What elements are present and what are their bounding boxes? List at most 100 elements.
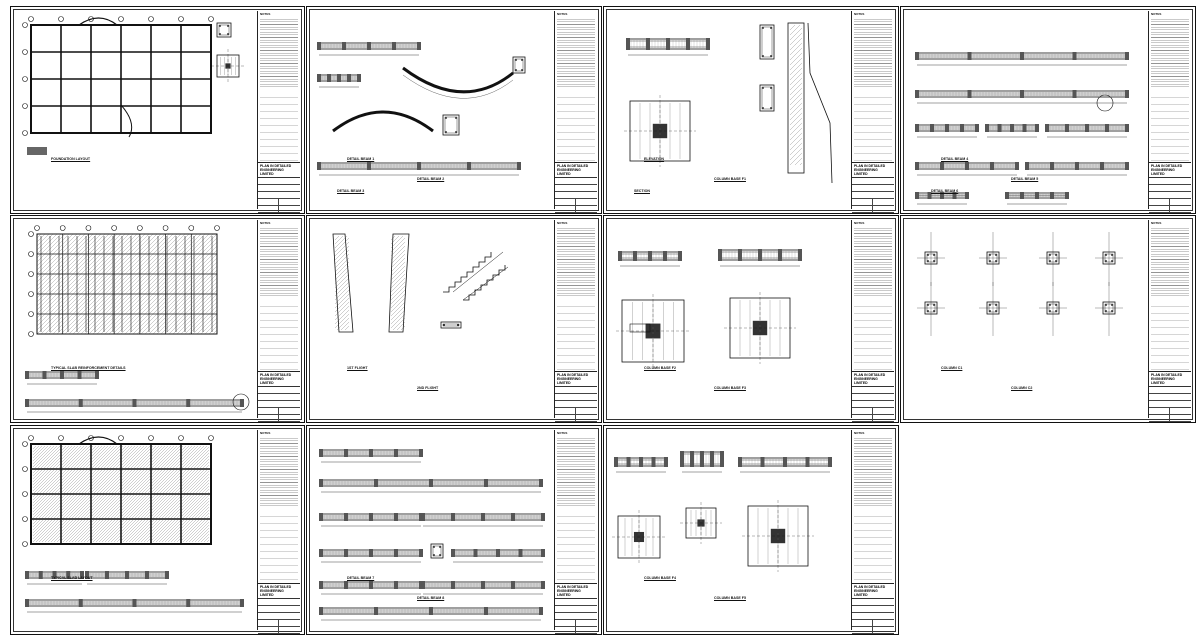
title-block-row [555,394,597,401]
drawing-label: COLUMN BASE F2 [644,366,676,370]
notes-text [1151,226,1189,296]
notes-heading: NOTES [260,12,271,16]
sheet-border [13,9,302,211]
title-block-row [555,185,597,192]
notes-text [557,17,595,87]
title-block-row [852,185,894,192]
drawing-sheet-s9[interactable]: TYPICAL SLAB LAYOUT NOTES PLAN IN DETAILED… [10,425,305,635]
revision-area [557,91,595,161]
title-block-row [555,627,597,634]
title-block-row [258,178,300,185]
title-block-row [555,606,597,613]
title-block-row [258,192,300,199]
drawing-area [915,52,1129,205]
sheet-border [13,428,302,632]
sheet-border [606,218,896,420]
title-block-row [555,613,597,620]
title-block-row [555,415,597,422]
title-block: NOTES PLAN IN DETAILED ENGINEERING LIMITE… [257,430,300,634]
title-block-row [555,192,597,199]
sheet-border [309,9,599,211]
firm-name: PLAN IN DETAILED ENGINEERING LIMITED [555,163,597,178]
revision-area [1151,300,1189,370]
title-block-row [852,599,894,606]
title-block-row [1149,206,1191,213]
title-box: PLAN IN DETAILED ENGINEERING LIMITED [258,162,300,213]
revision-area [854,91,892,161]
drawing-label: 1ST FLIGHT [347,366,368,370]
title-block-row [555,199,597,206]
notes-heading: NOTES [260,221,271,225]
notes-heading: NOTES [854,12,865,16]
title-block-row [1149,387,1191,394]
revision-area [854,510,892,582]
sheet-border [903,218,1193,420]
title-block-row [852,606,894,613]
title-box: PLAN IN DETAILED ENGINEERING LIMITED [1149,371,1191,422]
notes-heading: NOTES [1151,221,1162,225]
title-block-row [555,620,597,627]
title-block-row [258,408,300,415]
drawing-label: COLUMN BASE F5 [714,596,746,600]
drawing-label: DETAIL BEAM 3 [337,189,365,193]
title-box: PLAN IN DETAILED ENGINEERING LIMITED [555,162,597,213]
title-block-row [555,387,597,394]
drawing-label: DETAIL BEAM 6 [931,189,959,193]
title-block-row [258,415,300,422]
notes-heading: NOTES [260,431,271,435]
drawing-label: DETAIL BEAM 4 [941,157,969,161]
drawing-label: DETAIL BEAM 7 [347,576,375,580]
title-block-row [852,394,894,401]
title-block-row [852,199,894,206]
title-block-row [258,627,300,634]
title-block-row [852,387,894,394]
notes-text [854,436,892,506]
drawing-label: TYPICAL SLAB REINFORCEMENT DETAILS [51,366,126,370]
title-block-row [258,185,300,192]
drawing-label: COLUMN BASE F3 [714,386,746,390]
title-block-row [852,627,894,634]
title-block-row [852,620,894,627]
firm-name: PLAN IN DETAILED ENGINEERING LIMITED [1149,163,1191,178]
notes-text [260,226,298,296]
firm-name: PLAN IN DETAILED ENGINEERING LIMITED [852,584,894,599]
drawing-area [624,22,833,184]
title-block-row [852,613,894,620]
notes-heading: NOTES [557,221,568,225]
firm-name: PLAN IN DETAILED ENGINEERING LIMITED [555,584,597,599]
sheet-border [903,9,1193,211]
drawing-area [616,249,802,368]
drawing-area [332,233,509,333]
revision-area [260,300,298,370]
drawing-label: DETAIL BEAM 1 [347,157,375,161]
sheet-border [13,218,302,420]
notes-heading: NOTES [854,221,865,225]
title-block-row [258,613,300,620]
revision-area [557,510,595,582]
title-block-row [258,387,300,394]
title-box: PLAN IN DETAILED ENGINEERING LIMITED [258,583,300,634]
firm-name: PLAN IN DETAILED ENGINEERING LIMITED [258,584,300,599]
title-box: PLAN IN DETAILED ENGINEERING LIMITED [852,162,894,213]
title-block-row [852,408,894,415]
drawing-label: 2ND FLIGHT [417,386,439,390]
notes-text [260,17,298,87]
sheet-border [309,428,599,632]
drawing-label: TYPICAL SLAB LAYOUT [51,576,93,580]
